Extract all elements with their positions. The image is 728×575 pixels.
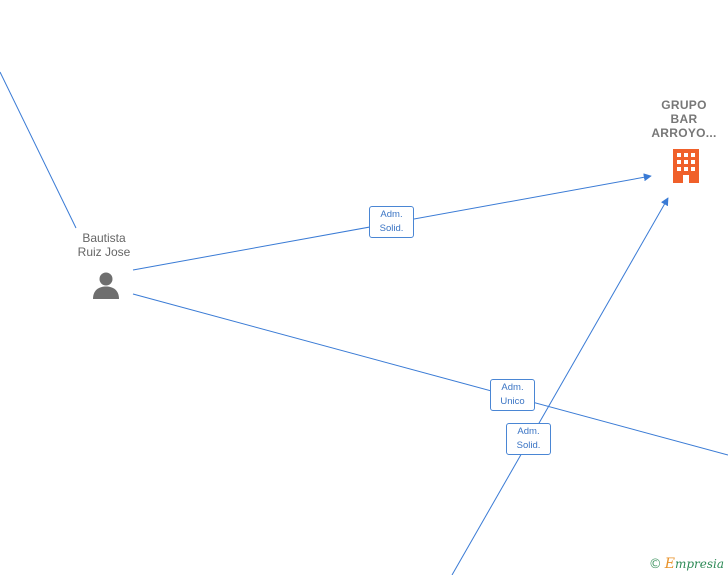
edge-line-offscreen-to-company — [451, 197, 669, 575]
company-name-line3: ARROYO... — [651, 126, 717, 140]
copyright-symbol: © — [648, 556, 662, 572]
person-icon[interactable] — [91, 271, 121, 300]
brand-initial: E — [664, 556, 675, 572]
edge-line-offscreen-to-person — [0, 71, 77, 229]
edge-line-person-to-offscreen — [132, 293, 728, 456]
brand-watermark: © Empresia — [649, 556, 724, 572]
company-name-line2: BAR — [670, 112, 698, 126]
edge-label-adm-solid-2[interactable]: Adm. Solid. — [506, 423, 551, 455]
person-name-line2: Ruiz Jose — [77, 245, 131, 259]
person-node-label: Bautista Ruiz Jose — [64, 231, 144, 259]
person-name-line1: Bautista — [82, 231, 126, 245]
edge-label-adm-unico[interactable]: Adm. Unico — [490, 379, 535, 411]
brand-name: mpresia — [674, 557, 724, 571]
company-node-label: GRUPO BAR ARROYO... — [640, 98, 728, 140]
building-icon[interactable] — [671, 149, 701, 183]
edge-label-adm-solid-1[interactable]: Adm. Solid. — [369, 206, 414, 238]
company-name-line1: GRUPO — [661, 98, 707, 112]
